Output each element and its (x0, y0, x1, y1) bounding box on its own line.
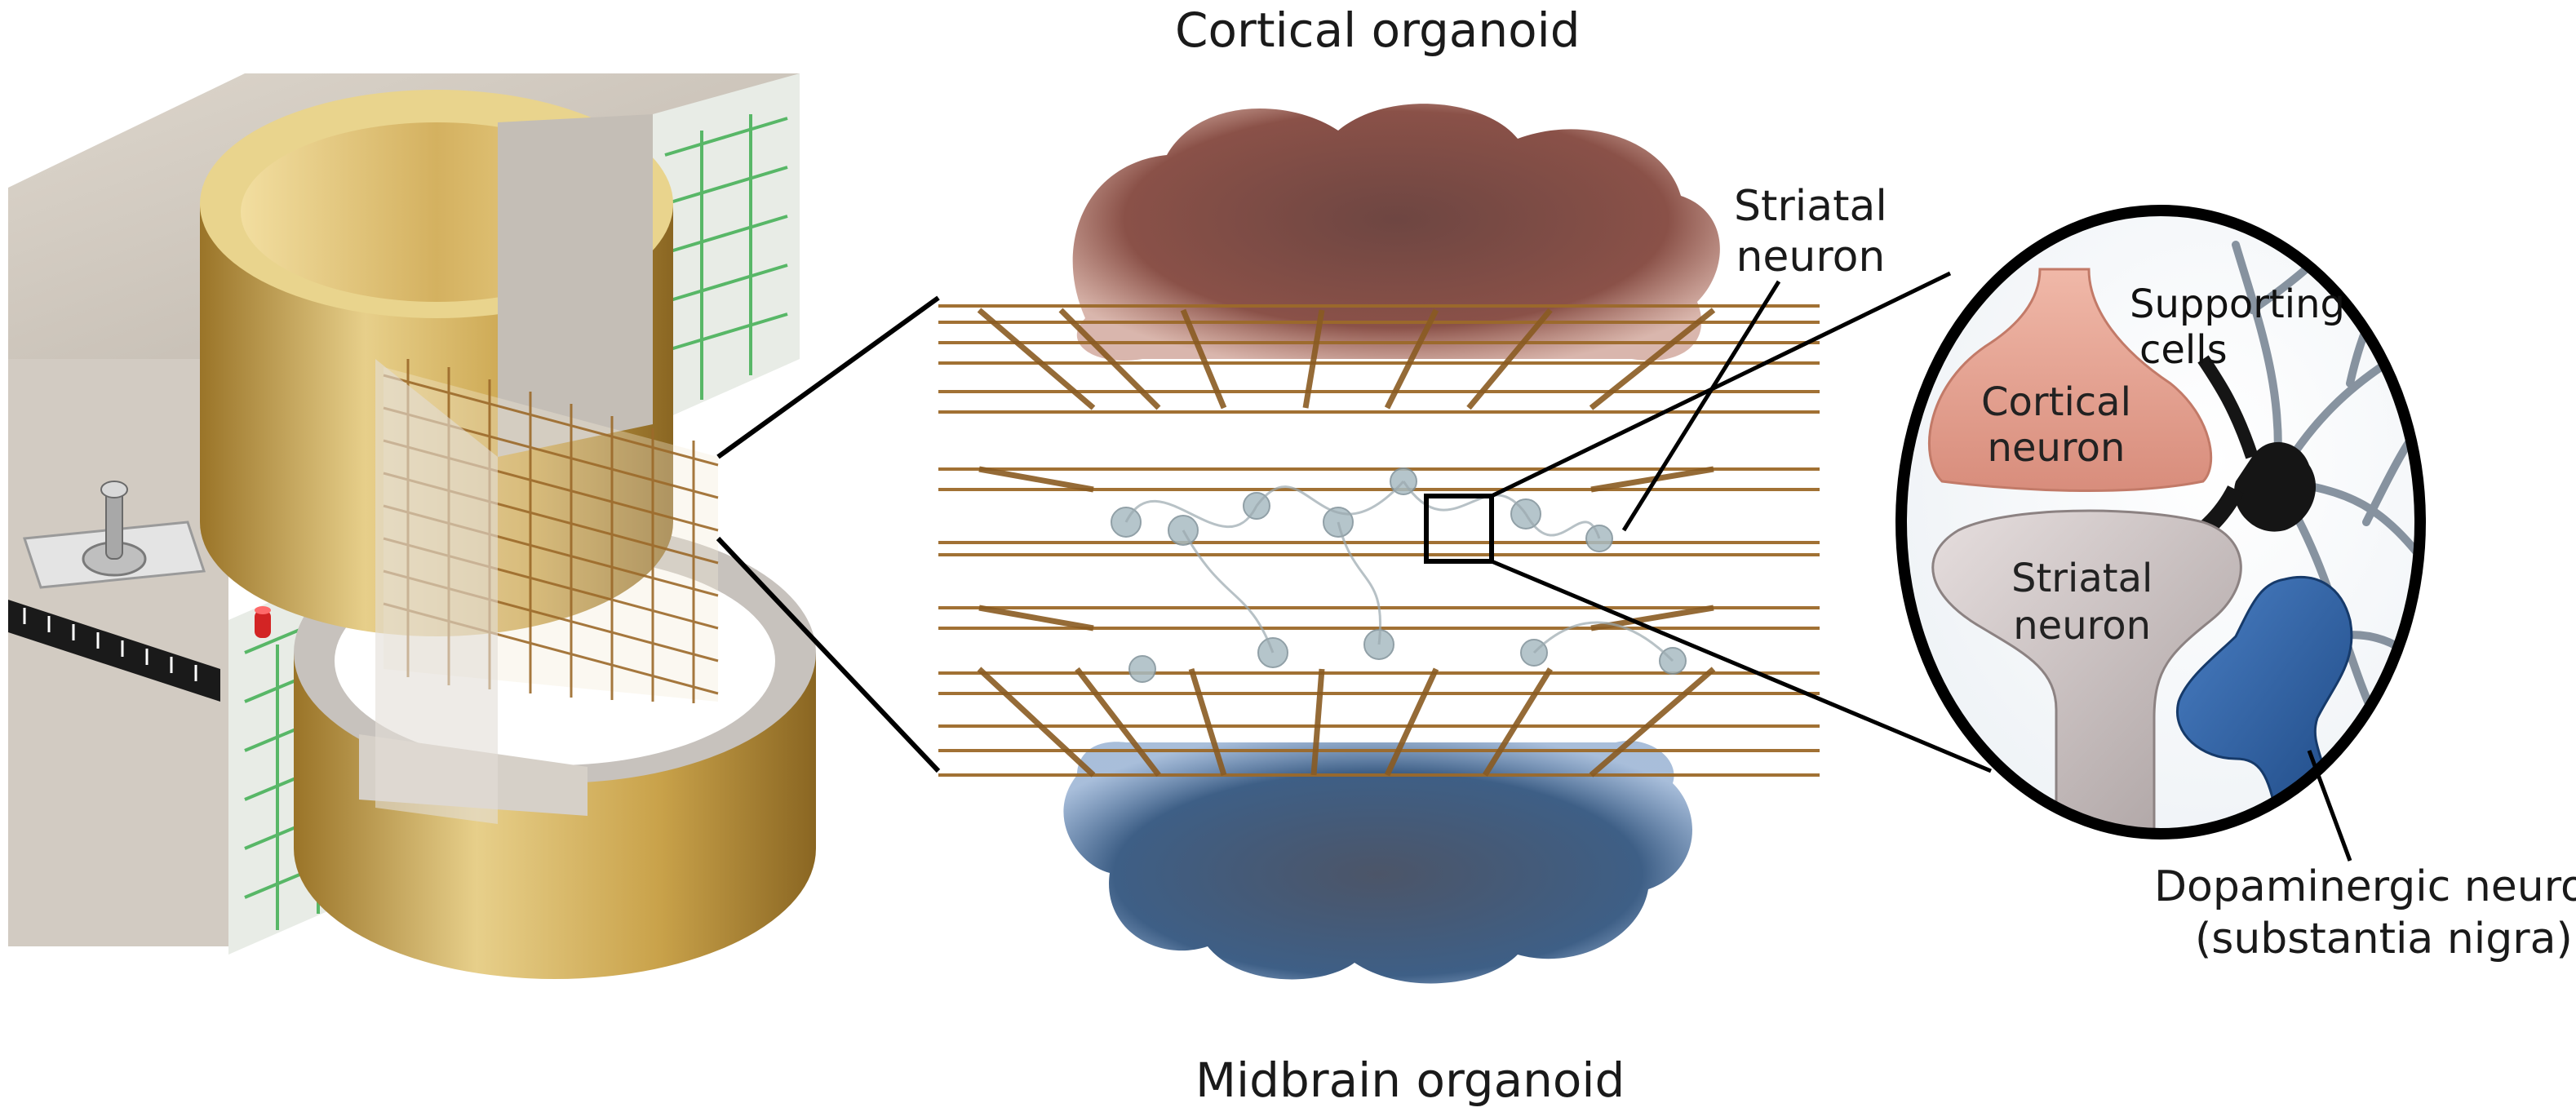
zoom-box (1424, 494, 1494, 564)
striatal-neuron-inset-label: Striatal neuron (2011, 556, 2153, 649)
midbrain-organoid-label: Midbrain organoid (1195, 1052, 1625, 1108)
circuit-panel-right (653, 73, 800, 424)
dopaminergic-neuron-label: Dopaminergic neuron (substantia nigra) (2154, 862, 2576, 964)
cortical-organoid (1072, 104, 1720, 361)
toggle-switch-icon (22, 481, 206, 589)
dopaminergic-neuron (2176, 575, 2353, 817)
inset-circle (1895, 205, 2426, 840)
supporting-cells-label: Supporting cells (2130, 281, 2345, 373)
striatal-neuron (1931, 509, 2242, 834)
dopaminergic-callout-line (2307, 750, 2352, 862)
mesh-neurons (1111, 467, 1687, 683)
midbrain-organoid (1063, 741, 1692, 984)
zoom-lines (716, 295, 941, 773)
culture-device (8, 73, 816, 979)
center-scene (938, 104, 1820, 984)
led-indicator-icon (255, 606, 271, 638)
striatal-callout-line (1621, 280, 1781, 532)
cortical-neuron (1928, 268, 2213, 493)
inset-zoom-lines (1490, 271, 1992, 773)
striatal-neuron-callout-label: Striatal neuron (1734, 182, 1887, 281)
cortical-neuron-label: Cortical neuron (1981, 379, 2131, 471)
cortical-organoid-label: Cortical organoid (1175, 2, 1581, 58)
ruler-scale-icon (8, 600, 220, 702)
